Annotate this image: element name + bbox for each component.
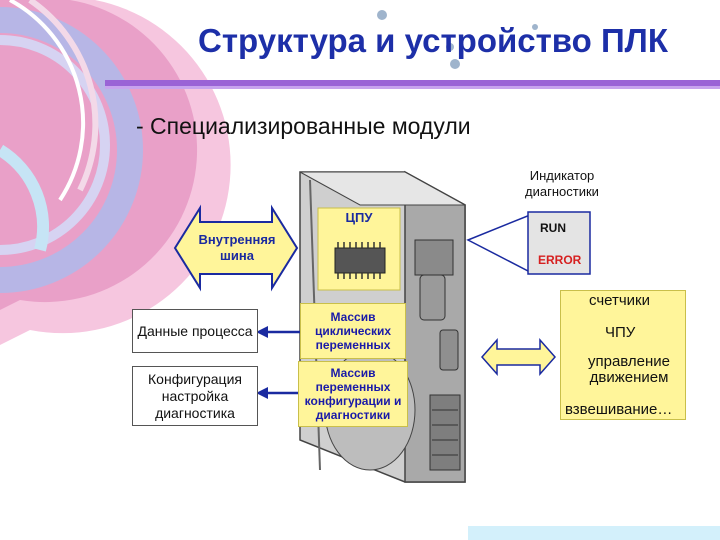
cpu-label: ЦПУ	[345, 210, 373, 225]
module-type-item: ЧПУ	[605, 324, 636, 341]
title-underline	[105, 80, 720, 89]
right-double-arrow	[480, 338, 557, 376]
corner-decoration	[468, 526, 720, 540]
run-indicator: RUN	[540, 221, 566, 235]
process-data-box: Данные процесса	[132, 309, 258, 353]
slide-subtitle: - Специализированные модули	[136, 113, 471, 139]
chip-icon	[334, 242, 386, 279]
indicator-label: Индикатор диагностики	[525, 168, 599, 199]
config-box: Конфигурация настройка диагностика	[132, 366, 258, 426]
internal-bus-arrow	[173, 204, 299, 292]
indicator-panel	[527, 211, 591, 275]
error-indicator: ERROR	[538, 253, 582, 267]
indicator-callout	[466, 213, 531, 274]
module-type-item: взвешивание…	[565, 401, 673, 418]
module-types-list: счетчики ЧПУ управление движением взвеши…	[560, 290, 686, 420]
internal-bus-label: Внутренняя шина	[198, 232, 276, 263]
page-title: Структура и устройство ПЛК	[198, 22, 668, 59]
module-type-item: счетчики	[589, 292, 650, 309]
config-vars-label: Массив переменных конфигурации и диагнос…	[298, 361, 408, 427]
cyclic-vars-label: Массив циклических переменных	[300, 303, 406, 359]
module-type-item: управление движением	[587, 353, 671, 386]
